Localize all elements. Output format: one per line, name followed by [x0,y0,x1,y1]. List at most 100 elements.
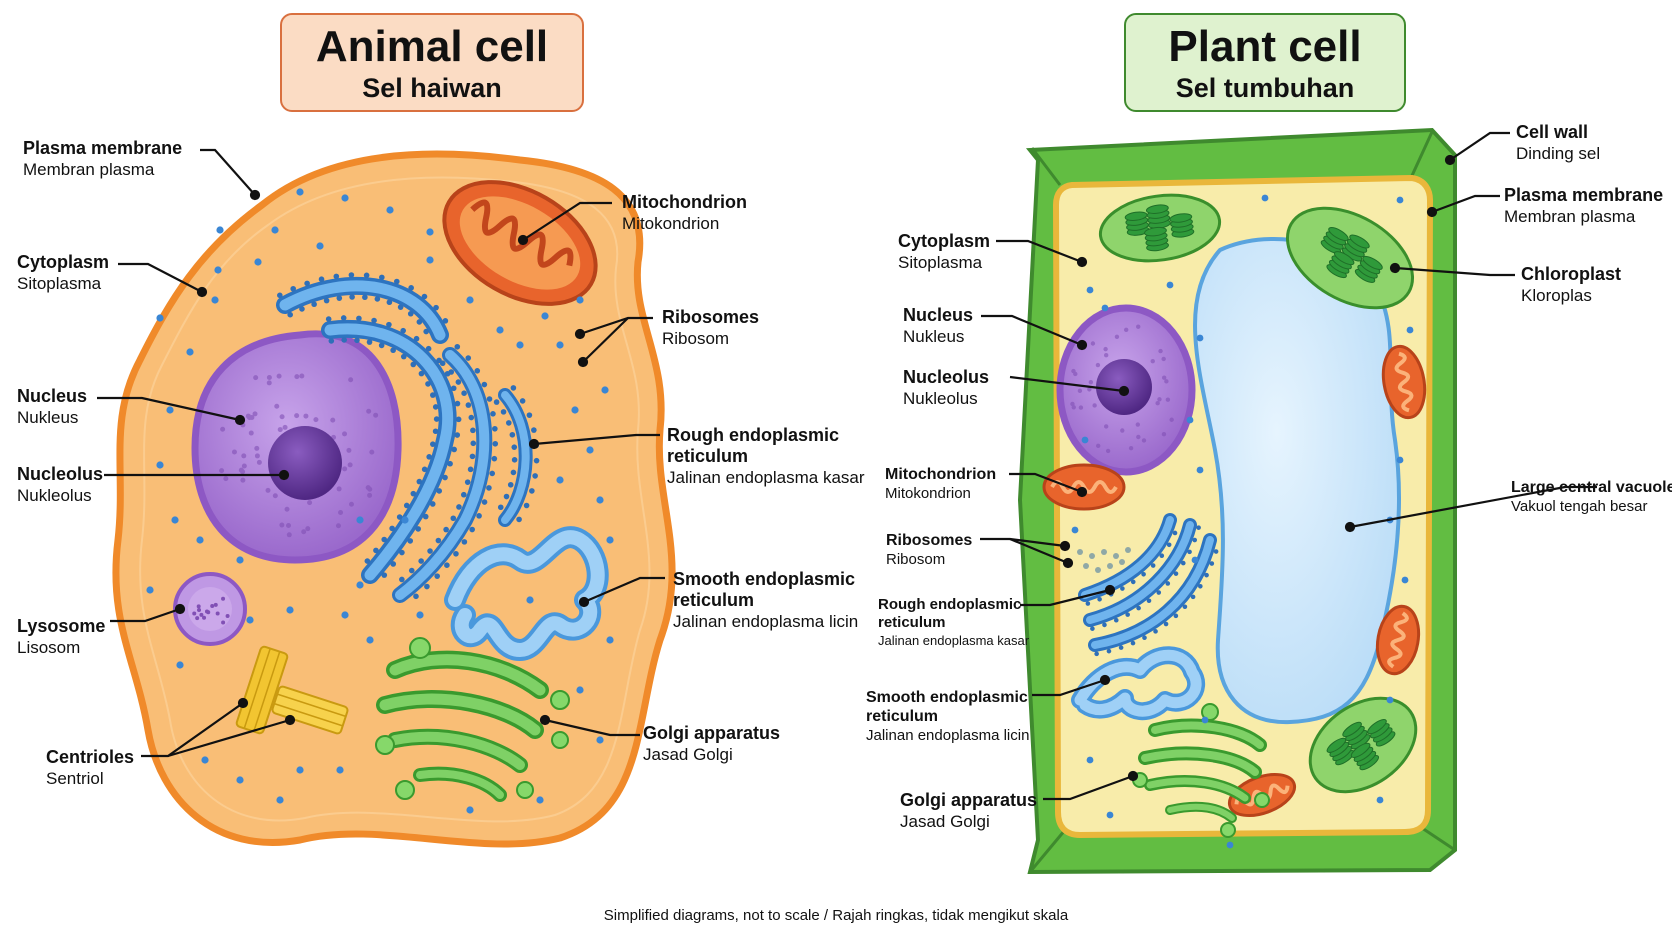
chromatin-dot [1155,400,1160,406]
er-ribosome [1166,542,1172,548]
chromatin-dot [1088,380,1094,385]
chromatin-dot [367,486,373,492]
chromatin-dot [240,469,246,475]
ribosome-dot [386,206,394,214]
er-ribosome [510,385,517,391]
er-ribosome [1125,612,1130,617]
label-animal-cytoplasm: Cytoplasm Sitoplasma [17,252,109,295]
chromatin-dot [265,487,271,493]
ribosome-dot [1261,194,1269,202]
er-ribosome [318,276,325,283]
ribosome-dot [606,536,614,544]
label-animal-nucleolus: Nucleolus Nukleolus [17,464,103,507]
er-ribosome [490,411,496,417]
chromatin-dot [1158,348,1163,354]
er-ribosome [481,499,488,505]
label-en: Golgi apparatus [900,790,1038,810]
plant-smooth-er [1071,646,1206,720]
ribosome-dot [316,242,324,250]
chromatin-dot [1123,327,1129,333]
ribosome-dot [276,796,284,804]
er-ribosome [1142,635,1147,641]
chromatin-dot [266,380,272,386]
label-ms: Sitoplasma [17,274,102,293]
chromatin-dot [307,500,313,506]
er-ribosome [1187,549,1192,555]
chromatin-dot [303,413,309,419]
er-ribosome [341,337,347,343]
er-ribosome [397,304,404,310]
chromatin-dot [1114,334,1120,340]
label-en-line1: Smooth endoplasmic [866,689,1028,706]
granum [1144,226,1167,237]
er-ribosome [424,583,430,590]
ribosome-dot [201,756,209,764]
ribosome-dot [1113,553,1119,559]
label-en: Ribosomes [886,532,973,549]
er-ribosome [1163,621,1169,627]
chromatin-dot [279,414,285,420]
er-ribosome [432,404,439,410]
chromatin-dot [313,417,319,423]
ribosome-dot [1081,436,1089,444]
ribosome-dot [1089,553,1095,559]
er-ribosome [436,488,443,494]
ribosome-dot [356,581,364,589]
chromatin-dot [1103,353,1109,358]
er-ribosome [363,272,370,279]
er-ribosome [410,490,417,497]
er-ribosome [374,296,381,302]
chromatin-dot [277,427,283,433]
animal-ribosomes [146,188,614,814]
er-ribosome [1180,560,1186,566]
label-ms: Jalinan endoplasma kasar [878,633,1030,648]
er-ribosome [511,457,518,463]
ribosome-dot [1386,696,1394,704]
chromatin-dot [241,463,247,469]
label-plant-plasma-membrane: Plasma membrane Membran plasma [1504,185,1663,228]
er-ribosome [381,536,388,543]
er-ribosome [1153,629,1158,634]
er-ribosome [415,526,421,532]
label-ms: Mitokondrion [885,485,971,502]
chromatin-dot [286,532,292,538]
er-ribosome [399,576,405,583]
ribosome-dot [296,766,304,774]
chromatin-dot [294,374,300,380]
er-ribosome [336,295,343,301]
ribosome-dot [356,516,364,524]
er-ribosome [532,473,538,479]
ribosome-dot [1071,526,1079,534]
chromatin-dot [220,426,226,432]
granum [1349,234,1370,249]
ribosome-dot [571,406,579,414]
er-ribosome [408,285,414,291]
ribosome-dot [1101,549,1107,555]
chromatin-dot [1161,375,1167,380]
er-ribosome [426,454,432,460]
ribosome-dot [401,516,409,524]
label-animal-plasma-membrane: Plasma membrane Membran plasma [23,138,182,181]
er-ribosome [304,280,310,287]
label-animal-mitochondrion: Mitochondrion Mitokondrion [622,192,747,235]
er-ribosome [461,390,467,396]
lysosome-dot [221,620,226,625]
er-ribosome [425,381,431,387]
golgi-vesicle [516,781,534,799]
er-ribosome [503,493,510,500]
label-en-line2: reticulum [878,614,946,631]
chloroplast [1308,696,1418,794]
chromatin-dot [1136,324,1141,329]
ribosome-dot [1106,811,1114,819]
label-ms: Kloroplas [1521,286,1592,305]
plant-cell-subtitle: Sel tumbuhan [1175,73,1355,103]
chromatin-dot [276,373,282,379]
er-ribosome [1090,626,1095,631]
ribosome-dot [296,188,304,196]
golgi-vesicle [550,690,570,710]
er-ribosome [454,432,461,438]
er-ribosome [470,440,477,447]
er-ribosome [433,416,440,422]
ribosome-dot [341,194,349,202]
label-ms: Sentriol [46,769,104,788]
